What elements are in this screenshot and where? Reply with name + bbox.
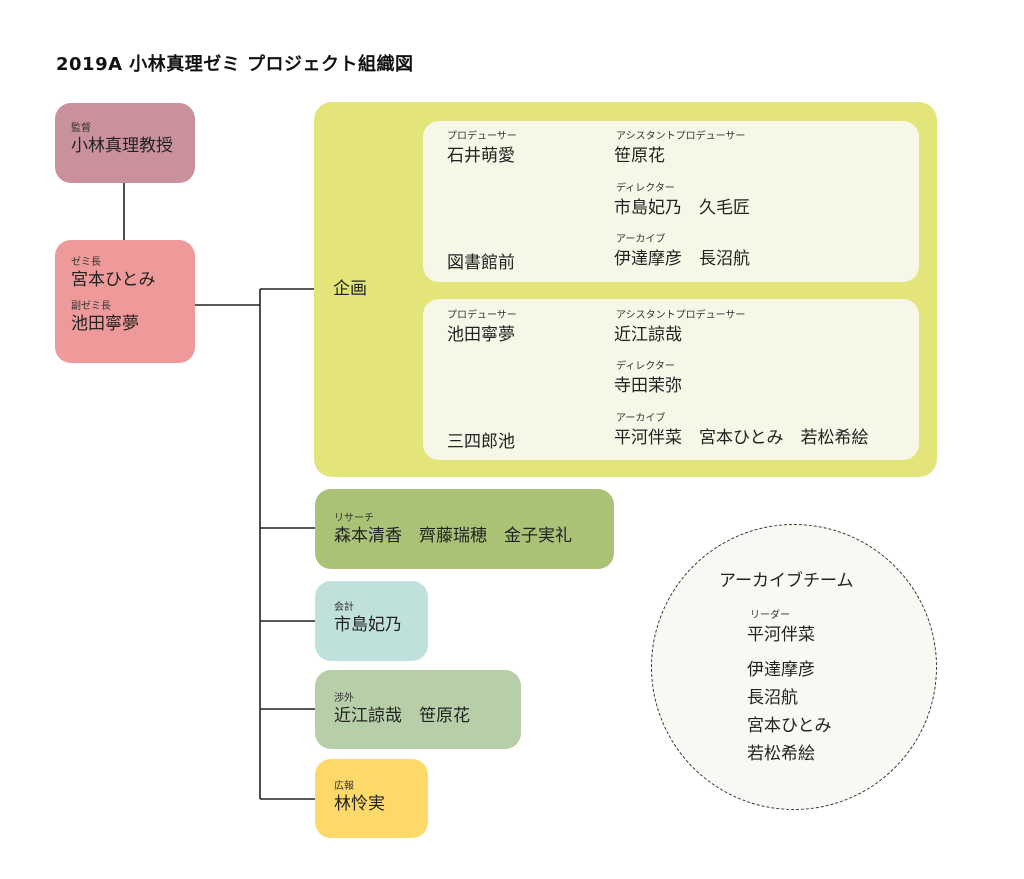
- dept-pr: 広報 林怜実: [315, 759, 428, 838]
- leader-box: ゼミ長 宮本ひとみ 副ゼミ長 池田寧夢: [55, 240, 195, 363]
- archive-member: 若松希絵: [747, 744, 815, 764]
- supervisor-box: 監督 小林真理教授: [55, 103, 195, 183]
- planning-team-2: [423, 299, 919, 460]
- dept-external: 渉外 近江諒哉 笹原花: [315, 670, 521, 749]
- archive-team-circle: [651, 524, 937, 810]
- team2-producer-role: プロデューサー: [447, 310, 517, 321]
- team2-ap-names: 近江諒哉: [614, 325, 682, 345]
- team1-archive-names: 伊達摩彦 長沼航: [614, 249, 750, 269]
- team1-director-names: 市島妃乃 久毛匠: [614, 198, 750, 218]
- leader-role: ゼミ長: [71, 257, 101, 268]
- team2-director-names: 寺田茉弥: [614, 376, 682, 396]
- team1-ap-names: 笹原花: [614, 146, 665, 166]
- planning-team-1: [423, 121, 919, 282]
- leader-name: 宮本ひとみ: [71, 270, 156, 290]
- page-title: 2019A 小林真理ゼミ プロジェクト組織図: [56, 54, 414, 75]
- dept-pr-names: 林怜実: [334, 794, 385, 814]
- team1-director-role: ディレクター: [616, 183, 675, 194]
- dept-external-role: 渉外: [334, 693, 354, 704]
- supervisor-role: 監督: [71, 123, 91, 134]
- team1-ap-role: アシスタントプロデューサー: [616, 131, 746, 142]
- dept-research-names: 森本清香 齊藤瑞穂 金子実礼: [334, 526, 572, 546]
- team2-producer-name: 池田寧夢: [447, 325, 515, 345]
- team2-ap-role: アシスタントプロデューサー: [616, 310, 746, 321]
- vice-leader-role: 副ゼミ長: [71, 301, 111, 312]
- team1-location: 図書館前: [447, 253, 515, 273]
- archive-leader-name: 平河伴菜: [747, 625, 815, 645]
- team2-archive-names: 平河伴菜 宮本ひとみ 若松希絵: [614, 428, 869, 448]
- supervisor-name: 小林真理教授: [71, 136, 173, 156]
- archive-member: 宮本ひとみ: [747, 716, 832, 736]
- dept-accounting: 会計 市島妃乃: [315, 581, 428, 661]
- dept-research: リサーチ 森本清香 齊藤瑞穂 金子実礼: [315, 489, 614, 569]
- team2-archive-role: アーカイブ: [616, 413, 666, 424]
- archive-leader-role: リーダー: [750, 610, 790, 621]
- archive-member: 伊達摩彦: [747, 660, 815, 680]
- team2-location: 三四郎池: [447, 432, 515, 452]
- team1-archive-role: アーカイブ: [616, 234, 666, 245]
- dept-external-names: 近江諒哉 笹原花: [334, 706, 470, 726]
- dept-accounting-role: 会計: [334, 602, 354, 613]
- archive-team-title: アーカイブチーム: [719, 571, 854, 591]
- team1-producer-role: プロデューサー: [447, 131, 517, 142]
- dept-research-role: リサーチ: [334, 513, 374, 524]
- vice-leader-name: 池田寧夢: [71, 314, 139, 334]
- dept-accounting-names: 市島妃乃: [334, 615, 402, 635]
- planning-label: 企画: [333, 279, 367, 299]
- team1-producer-name: 石井萌愛: [447, 146, 515, 166]
- dept-pr-role: 広報: [334, 781, 354, 792]
- archive-member: 長沼航: [747, 688, 798, 708]
- team2-director-role: ディレクター: [616, 361, 675, 372]
